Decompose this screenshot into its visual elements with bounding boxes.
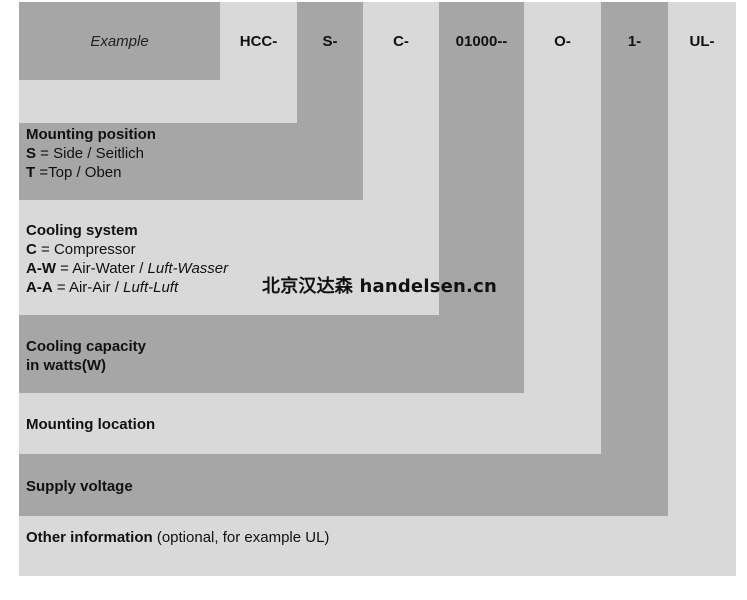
supply-voltage-title: Supply voltage bbox=[26, 478, 133, 495]
supply-voltage-section: Supply voltage bbox=[26, 477, 133, 496]
code-1: 1- bbox=[627, 32, 642, 50]
code-01000: 01000-- bbox=[455, 32, 508, 50]
other-information-note: (optional, for example UL) bbox=[152, 529, 330, 546]
watermark-text: 北京汉达森 handelsen.cn bbox=[262, 276, 497, 297]
cooling-system-section: Cooling system C = Compressor A-W = Air-… bbox=[26, 221, 228, 297]
code-s: S- bbox=[322, 32, 338, 50]
mounting-location-title: Mounting location bbox=[26, 416, 156, 433]
mounting-position-band bbox=[19, 123, 363, 200]
mounting-position-title: Mounting position bbox=[26, 126, 156, 143]
mounting-position-section: Mounting position S = Side / Seitlich T … bbox=[26, 125, 156, 182]
example-label: Example bbox=[90, 32, 149, 50]
mounting-location-section: Mounting location bbox=[26, 415, 155, 434]
code-c: C- bbox=[393, 32, 409, 50]
cooling-system-air-air: A-A = Air-Air / Luft-Luft bbox=[26, 279, 179, 296]
other-information-section: Other information (optional, for example… bbox=[26, 528, 329, 547]
cooling-system-band bbox=[19, 200, 439, 315]
cooling-capacity-section: Cooling capacity in watts(W) bbox=[26, 337, 146, 375]
cooling-system-compressor: C = Compressor bbox=[26, 241, 136, 258]
mounting-position-side: S = Side / Seitlich bbox=[26, 145, 144, 162]
cooling-capacity-band bbox=[19, 315, 524, 393]
other-information-title: Other information bbox=[26, 529, 153, 546]
mounting-position-top: T =Top / Oben bbox=[26, 164, 122, 181]
code-ul: UL- bbox=[689, 32, 715, 50]
cooling-capacity-unit: in watts(W) bbox=[26, 357, 106, 374]
code-hcc: HCC- bbox=[239, 32, 278, 50]
other-information-band bbox=[19, 516, 736, 576]
cooling-system-air-water: A-W = Air-Water / Luft-Wasser bbox=[26, 260, 229, 277]
column-ul-light bbox=[668, 2, 736, 516]
example-cell-bg bbox=[19, 2, 220, 80]
code-o: O- bbox=[554, 32, 571, 50]
supply-voltage-band bbox=[19, 454, 668, 516]
mounting-location-band bbox=[19, 393, 601, 454]
column-1-bg bbox=[601, 2, 668, 516]
cooling-system-title: Cooling system bbox=[26, 222, 138, 239]
cooling-capacity-title: Cooling capacity bbox=[26, 338, 147, 355]
column-o-bg bbox=[524, 2, 601, 454]
spacer-row-bg bbox=[19, 80, 297, 123]
